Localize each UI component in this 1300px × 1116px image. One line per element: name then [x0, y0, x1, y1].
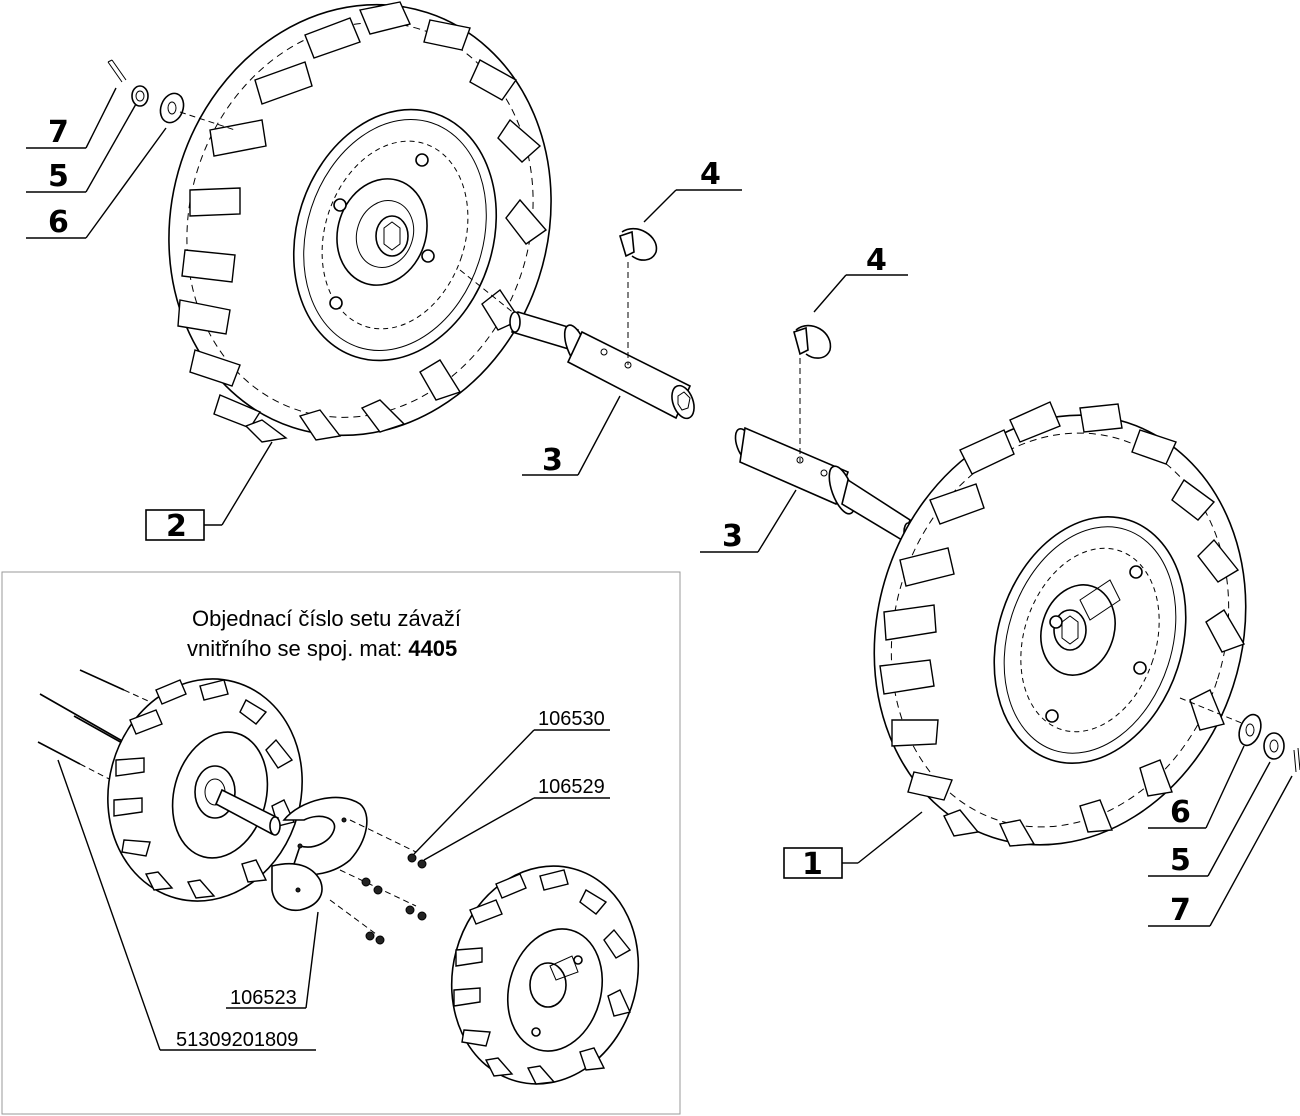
label-106530: 106530 — [413, 708, 610, 855]
callout-label: 6 — [48, 205, 69, 240]
callout-3-top: 3 — [522, 395, 621, 478]
callout-1: 1 — [783, 811, 923, 882]
part-number: 106523 — [230, 987, 297, 1009]
part-number: 51309201809 — [176, 1029, 298, 1051]
lynch-pin-right — [793, 324, 832, 462]
tire-lugs-right — [879, 401, 1246, 847]
callout-7-bottom: 7 — [1148, 775, 1293, 928]
callout-3-mid: 3 — [700, 489, 797, 554]
inset-assembled-wheel — [450, 865, 640, 1085]
inset-title-line2: vnitřního se spoj. mat: 4405 — [187, 636, 457, 661]
fasteners-top-left — [107, 59, 236, 131]
callout-label: 3 — [542, 443, 563, 478]
callout-label: 7 — [1170, 893, 1191, 928]
rim-left — [292, 108, 498, 362]
label-51309201809: 51309201809 — [57, 759, 316, 1051]
callout-7-top: 7 — [26, 87, 117, 150]
part-number: 106529 — [538, 776, 605, 798]
callout-label: 4 — [866, 243, 887, 278]
callout-label: 4 — [700, 157, 721, 192]
inset-title-line1: Objednací číslo setu závaží — [192, 606, 461, 631]
callout-label: 5 — [1170, 843, 1191, 878]
lynch-pin-top — [619, 227, 658, 365]
callout-label: 2 — [166, 509, 187, 544]
inset-nuts — [361, 853, 427, 945]
rim-right — [993, 516, 1187, 764]
inset-title-prefix: vnitřního se spoj. mat: — [187, 636, 408, 661]
callout-label: 7 — [48, 115, 69, 150]
callout-2: 2 — [145, 441, 273, 544]
label-106529: 106529 — [423, 776, 610, 861]
axle-right — [734, 426, 961, 581]
callout-label: 3 — [722, 519, 743, 554]
callout-6-top: 6 — [26, 127, 167, 240]
inset-wheel — [107, 678, 303, 902]
callout-6-bottom: 6 — [1148, 745, 1245, 830]
callout-label: 6 — [1170, 795, 1191, 830]
wheel-left — [168, 1, 552, 443]
callout-4-top: 4 — [643, 157, 742, 223]
wheel-weights — [271, 796, 417, 935]
wheel-right — [873, 401, 1247, 847]
axle-top — [459, 269, 695, 420]
tire-lugs-left — [177, 1, 548, 443]
inset-order-number: 4405 — [408, 636, 457, 661]
callout-label: 5 — [48, 159, 69, 194]
label-106523: 106523 — [226, 911, 319, 1009]
weight-set-inset: Objednací číslo setu závaží vnitřního se… — [1, 571, 681, 1115]
callout-5-top: 5 — [26, 103, 137, 194]
callout-label: 1 — [802, 847, 823, 882]
part-number: 106530 — [538, 708, 605, 730]
callout-5-bottom: 5 — [1148, 761, 1271, 878]
callout-4-mid: 4 — [813, 243, 908, 313]
